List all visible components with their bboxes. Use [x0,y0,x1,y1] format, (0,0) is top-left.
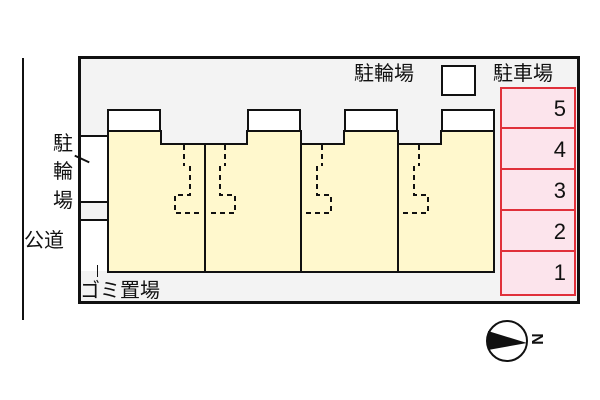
unit-divider-2 [300,143,302,273]
balcony-3 [344,109,398,132]
entry-notch-2 [300,130,345,145]
compass-icon [486,320,528,362]
entry-notch-3 [397,130,442,145]
left-strip-divider [81,219,108,271]
parking-stall-2: 2 [502,212,574,252]
parking-lot: 5 4 3 2 1 [500,87,576,296]
bicycle-parking-left-label-2: 輪 [53,159,73,183]
parking-stall-5: 5 [502,89,574,129]
unit-divider-1 [204,143,206,273]
bicycle-parking-left-area [81,135,108,203]
bicycle-parking-top-label: 駐輪場 [354,61,414,85]
unit-divider-3 [397,143,399,273]
parking-stall-3: 3 [502,171,574,211]
parking-stall-4: 4 [502,130,574,170]
parking-stall-1: 1 [553,260,566,285]
public-road-line [22,58,24,320]
bicycle-parking-left-label-1: 駐 [53,131,73,155]
public-road-label: 公道 [24,228,64,252]
bicycle-parking-top-box [441,65,476,96]
compass-north-label: N [527,333,545,345]
garbage-area-marker [97,265,98,277]
balcony-1 [107,109,161,132]
garbage-area-label: ゴミ置場 [80,278,160,302]
bicycle-parking-left-label-3: 場 [53,188,73,212]
balcony-4 [441,109,495,132]
balcony-2 [247,109,301,132]
parking-lot-label: 駐車場 [493,61,553,85]
